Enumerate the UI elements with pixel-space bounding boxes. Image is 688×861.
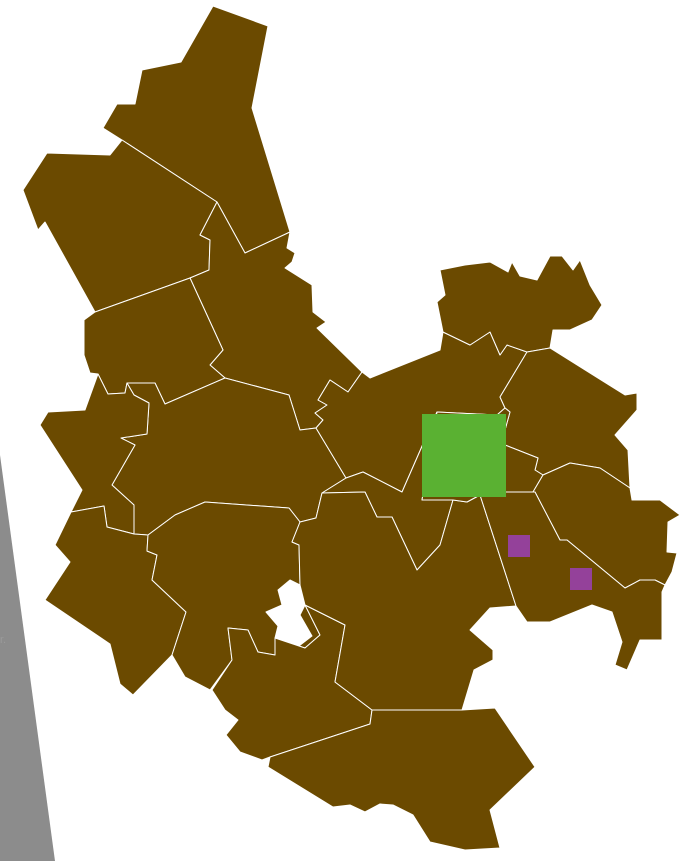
region-north-east[interactable] [436, 255, 603, 356]
region-far-south[interactable] [267, 707, 536, 851]
purple-square-marker-2[interactable] [570, 568, 592, 590]
purple-square-marker-1[interactable] [508, 535, 530, 557]
regions-group [22, 5, 681, 851]
green-square-marker[interactable] [422, 414, 506, 497]
side-panel-text: r. [0, 634, 7, 646]
region-south-east-central[interactable] [291, 491, 517, 711]
side-panel [0, 455, 55, 861]
region-far-west[interactable] [39, 373, 150, 535]
